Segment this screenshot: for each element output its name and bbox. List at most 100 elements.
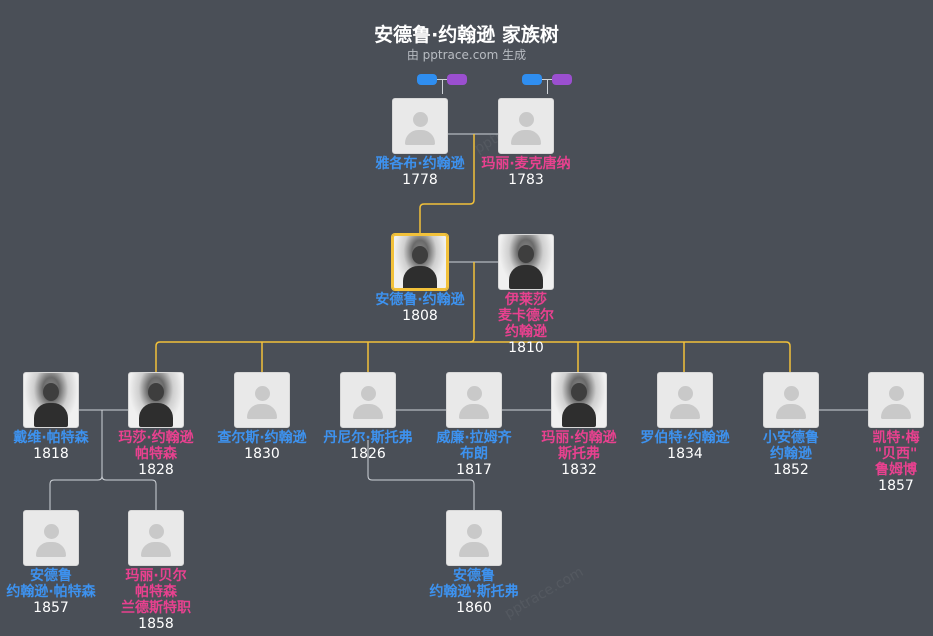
person-birth-year: 1858	[138, 616, 174, 632]
person-photo[interactable]	[340, 372, 396, 428]
avatar-icon	[881, 404, 911, 419]
person-name-line: 雅各布·约翰逊	[375, 156, 465, 172]
person-name-line: 安德鲁	[453, 568, 495, 584]
avatar-icon	[34, 403, 68, 427]
person-name[interactable]: 安德鲁约翰逊·斯托弗	[409, 568, 539, 600]
person-name-line: 约翰逊	[770, 446, 812, 462]
avatar-icon	[360, 386, 376, 401]
person-photo[interactable]	[446, 372, 502, 428]
father-badge[interactable]	[417, 74, 437, 85]
mother-badge[interactable]	[447, 74, 467, 85]
person-photo[interactable]	[868, 372, 924, 428]
person-name[interactable]: 凯特·梅"贝西"鲁姆博	[831, 430, 933, 478]
person-name-line: 小安德鲁	[763, 430, 819, 446]
avatar-icon	[412, 246, 428, 264]
person-name[interactable]: 丹尼尔·斯托弗	[303, 430, 433, 446]
person-photo[interactable]	[657, 372, 713, 428]
person-name[interactable]: 安德鲁约翰逊·帕特森	[0, 568, 116, 600]
person-name[interactable]: 玛莎·约翰逊帕特森	[91, 430, 221, 462]
mother-badge[interactable]	[552, 74, 572, 85]
person-name[interactable]: 伊莱莎麦卡德尔约翰逊	[461, 292, 591, 340]
person-name-line: 凯特·梅	[872, 430, 920, 446]
person-name-line: 安德鲁·约翰逊	[375, 292, 465, 308]
person-name-line: 约翰逊	[505, 324, 547, 340]
person-name[interactable]: 雅各布·约翰逊	[355, 156, 485, 172]
person-photo[interactable]	[128, 510, 184, 566]
avatar-icon	[888, 386, 904, 401]
person-photo[interactable]	[392, 98, 448, 154]
person-photo[interactable]	[498, 234, 554, 290]
person-name[interactable]: 安德鲁·约翰逊	[355, 292, 485, 308]
person-birth-year: 1832	[561, 462, 597, 478]
avatar-icon	[677, 386, 693, 401]
avatar-icon	[139, 403, 173, 427]
person-photo[interactable]	[23, 372, 79, 428]
avatar-icon	[148, 383, 164, 401]
person-birth-year: 1826	[350, 446, 386, 462]
avatar-icon	[141, 542, 171, 557]
avatar-icon	[571, 383, 587, 401]
avatar-icon	[459, 404, 489, 419]
person-name[interactable]: 玛丽·麦克唐纳	[461, 156, 591, 172]
person-name-line: 斯托弗	[558, 446, 600, 462]
person-name[interactable]: 小安德鲁约翰逊	[726, 430, 856, 462]
avatar-icon	[254, 386, 270, 401]
person-name-line: 查尔斯·约翰逊	[217, 430, 307, 446]
person-name-line: 玛莎·约翰逊	[118, 430, 194, 446]
person-photo[interactable]	[551, 372, 607, 428]
person-birth-year: 1860	[456, 600, 492, 616]
avatar-icon	[518, 245, 534, 263]
person-birth-year: 1818	[33, 446, 69, 462]
avatar-icon	[466, 386, 482, 401]
father-badge[interactable]	[522, 74, 542, 85]
avatar-icon	[43, 383, 59, 401]
avatar-icon	[509, 265, 543, 289]
person-birth-year: 1810	[508, 340, 544, 356]
person-birth-year: 1857	[878, 478, 914, 494]
person-birth-year: 1834	[667, 446, 703, 462]
person-name-line: 帕特森	[135, 584, 177, 600]
person-photo[interactable]	[498, 98, 554, 154]
page-subtitle: 由 pptrace.com 生成	[406, 48, 527, 62]
person-photo[interactable]	[763, 372, 819, 428]
avatar-icon	[36, 542, 66, 557]
person-photo[interactable]	[234, 372, 290, 428]
person-birth-year: 1808	[402, 308, 438, 324]
badge-link	[437, 79, 447, 80]
page-title: 安德鲁·约翰逊 家族树	[374, 24, 559, 46]
person-photo[interactable]	[392, 234, 448, 290]
person-name[interactable]: 玛丽·贝尔帕特森兰德斯特职	[91, 568, 221, 616]
avatar-icon	[459, 542, 489, 557]
avatar-icon	[353, 404, 383, 419]
person-birth-year: 1817	[456, 462, 492, 478]
person-name[interactable]: 戴维·帕特森	[0, 430, 116, 446]
person-photo[interactable]	[446, 510, 502, 566]
person-name-line: 帕特森	[135, 446, 177, 462]
person-name-line: 鲁姆博	[875, 462, 917, 478]
person-name[interactable]: 玛丽·约翰逊斯托弗	[514, 430, 644, 462]
avatar-icon	[403, 266, 437, 288]
person-name[interactable]: 威廉·拉姆齐布朗	[409, 430, 539, 462]
avatar-icon	[43, 524, 59, 539]
person-name[interactable]: 罗伯特·约翰逊	[620, 430, 750, 446]
person-photo[interactable]	[23, 510, 79, 566]
person-name-line: 玛丽·麦克唐纳	[481, 156, 571, 172]
person-name[interactable]: 查尔斯·约翰逊	[197, 430, 327, 446]
person-photo[interactable]	[128, 372, 184, 428]
